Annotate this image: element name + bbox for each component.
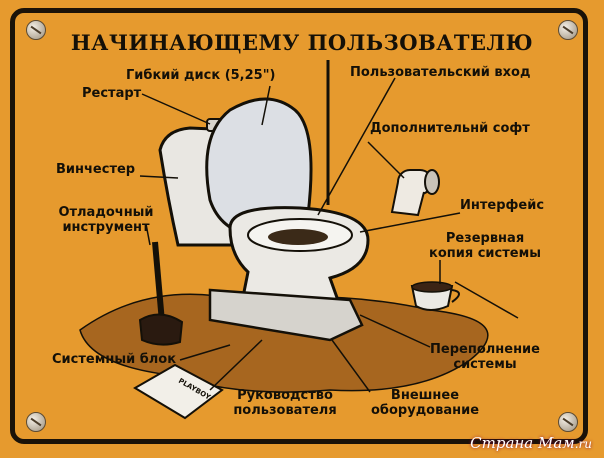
label-overflow-line2: системы — [453, 357, 517, 372]
label-manual: Руководство пользователя — [226, 388, 344, 418]
toilet-paper-sheet — [390, 181, 425, 217]
label-debugger-line1: Отладочный — [58, 205, 154, 220]
label-floppy: Гибкий диск (5,25") — [126, 68, 276, 83]
screw-bottom-right-icon — [558, 412, 578, 432]
magazine — [133, 363, 224, 420]
label-external-line1: Внешнее — [390, 388, 460, 403]
screw-bottom-left-icon — [26, 412, 46, 432]
label-restart: Рестарт — [82, 86, 142, 101]
plunger-cup — [138, 313, 184, 346]
watermark-domain: .ru — [574, 437, 592, 451]
watermark: Страна Мам.ru — [470, 434, 592, 452]
label-backup: Резервная копия системы — [420, 231, 550, 261]
label-external-line2: оборудование — [370, 403, 480, 418]
label-manual-line2: пользователя — [233, 403, 337, 418]
screw-top-right-icon — [558, 20, 578, 40]
label-manual-line1: Руководство — [237, 388, 333, 403]
screw-top-left-icon — [26, 20, 46, 40]
label-debugger: Отладочный инструмент — [50, 205, 162, 235]
bowl-water — [268, 229, 328, 245]
label-debugger-line2: инструмент — [62, 220, 150, 235]
label-external: Внешнее оборудование — [362, 388, 488, 418]
label-user-login: Пользовательский вход — [350, 65, 531, 80]
toilet-base — [208, 288, 364, 342]
sign-title: НАЧИНАЮЩЕМУ ПОЛЬЗОВАТЕЛЮ — [70, 30, 534, 55]
label-backup-line2: копия системы — [429, 246, 541, 261]
watermark-name: Страна Мам — [470, 434, 575, 452]
label-extra-soft: Дополнительнй софт — [370, 121, 530, 136]
label-hard-drive: Винчестер — [56, 162, 136, 177]
label-overflow: Переполнение системы — [420, 342, 550, 372]
label-backup-line1: Резервная — [445, 231, 525, 246]
label-interface: Интерфейс — [460, 198, 545, 213]
label-overflow-line1: Переполнение — [430, 342, 540, 357]
sign-border — [10, 8, 588, 444]
label-system-unit: Системный блок — [52, 352, 177, 367]
plunger-handle — [152, 241, 165, 323]
